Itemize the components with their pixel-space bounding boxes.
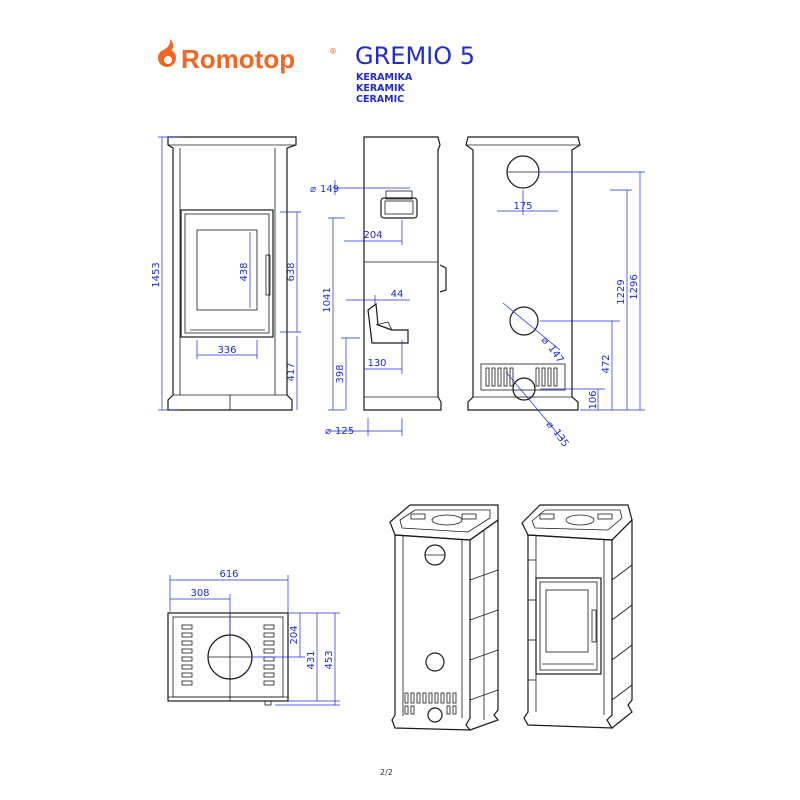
dim-door-height: 438: [239, 262, 250, 281]
dim-rear-bottom-height: 106: [588, 390, 599, 409]
top-vent-slots-right: [263, 624, 275, 686]
dim-air-height: 398: [335, 364, 346, 383]
product-model: GREMIO 5: [355, 42, 475, 70]
dim-side-height: 1041: [322, 287, 333, 312]
dim-side-flue-diameter: 149: [320, 184, 339, 195]
iso-rear-vents: [404, 692, 457, 715]
dim-door-width: 336: [217, 345, 236, 356]
dim-front-height: 1453: [151, 262, 162, 287]
page-number: 2/2: [380, 768, 393, 777]
variant-3: CERAMIC: [356, 94, 404, 105]
dim-top-width: 616: [219, 569, 238, 580]
svg-text:⌀: ⌀: [544, 419, 556, 430]
isometric-front-view: [521, 504, 633, 729]
top-view: [167, 612, 289, 706]
brand-logo: Romotop ®: [158, 39, 337, 74]
dim-top-depth-flue: 204: [289, 625, 300, 644]
dim-rear-height-1: 1229: [616, 279, 627, 304]
dim-rear-flue-offset: 175: [513, 201, 532, 212]
dim-side-flue-offset: 204: [363, 230, 382, 241]
dim-rear-height-2: 1296: [629, 274, 640, 299]
top-vent-slots-left: [181, 624, 193, 686]
side-dimensions: 149 ⌀ 204 1041 44 398 130 ⌀ 125: [310, 180, 410, 437]
rear-vent-slots: [485, 367, 558, 387]
dim-base-height: 417: [286, 362, 297, 381]
dim-top-depth-1: 431: [306, 650, 317, 669]
front-view: [167, 136, 297, 411]
dim-top-depth-2: 453: [324, 650, 335, 669]
front-dimensions: 1453 438 638 417 336: [151, 136, 301, 411]
isometric-rear-view: [389, 504, 499, 731]
dim-air-offset: 44: [391, 289, 404, 300]
dim-window-height: 638: [286, 262, 297, 281]
flame-icon: [158, 39, 176, 67]
dim-rear-bottom-diameter: 135: [551, 427, 571, 449]
variant-1: KERAMIKA: [356, 72, 413, 83]
registered-mark: ®: [329, 47, 337, 56]
svg-text:⌀: ⌀: [325, 426, 331, 437]
top-dimensions: 616 308 204 431 453: [169, 569, 340, 706]
dim-top-half-width: 308: [190, 588, 209, 599]
svg-text:⌀: ⌀: [310, 184, 316, 195]
dim-rear-flue-height: 472: [601, 354, 612, 373]
variant-2: KERAMIK: [356, 83, 406, 94]
brand-name: Romotop: [181, 44, 295, 74]
dim-rear-flue-diameter: 147: [546, 343, 566, 365]
rear-view: [465, 136, 581, 411]
dim-air-depth: 130: [367, 358, 386, 369]
dim-air-diameter: 125: [335, 426, 354, 437]
svg-text:⌀: ⌀: [539, 335, 551, 346]
rear-dimensions: 175 1229 1296 147 ⌀ 472 106 135 ⌀: [497, 171, 645, 449]
side-view: [363, 136, 447, 411]
